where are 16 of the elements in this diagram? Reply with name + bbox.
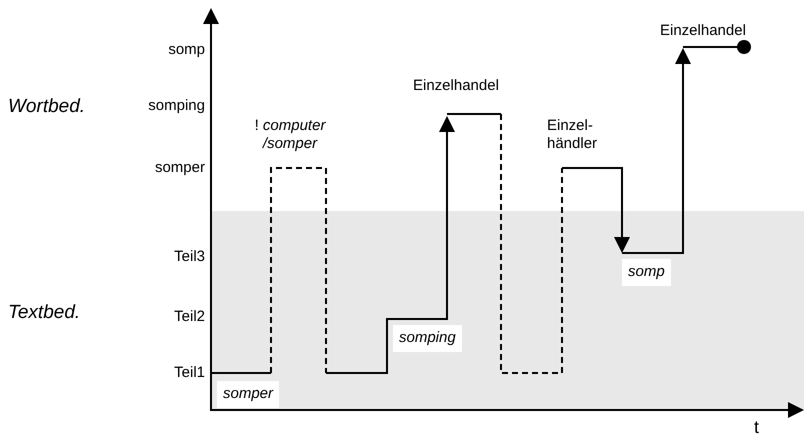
word-label: Einzel- händler bbox=[547, 117, 598, 153]
axis-tick-label: somper bbox=[154, 159, 205, 177]
word-label: ! computer /somper bbox=[254, 117, 327, 153]
axis-tick-label: somp bbox=[167, 41, 205, 59]
axis-tick-label: Teil2 bbox=[173, 308, 205, 326]
axis-label: Textbed. bbox=[8, 302, 80, 324]
axis-tick-label: Teil3 bbox=[173, 248, 205, 266]
word-label: somper bbox=[217, 381, 280, 408]
word-label: somp bbox=[622, 259, 671, 286]
word-label: somping bbox=[393, 325, 462, 352]
word-label: Einzelhandel bbox=[660, 22, 746, 40]
axis-tick-label: somping bbox=[147, 97, 205, 115]
axis-title: t bbox=[754, 418, 760, 436]
axis-tick-label: Teil1 bbox=[173, 364, 205, 382]
word-label: Einzelhandel bbox=[413, 77, 499, 95]
axis-label: Wortbed. bbox=[8, 96, 86, 118]
